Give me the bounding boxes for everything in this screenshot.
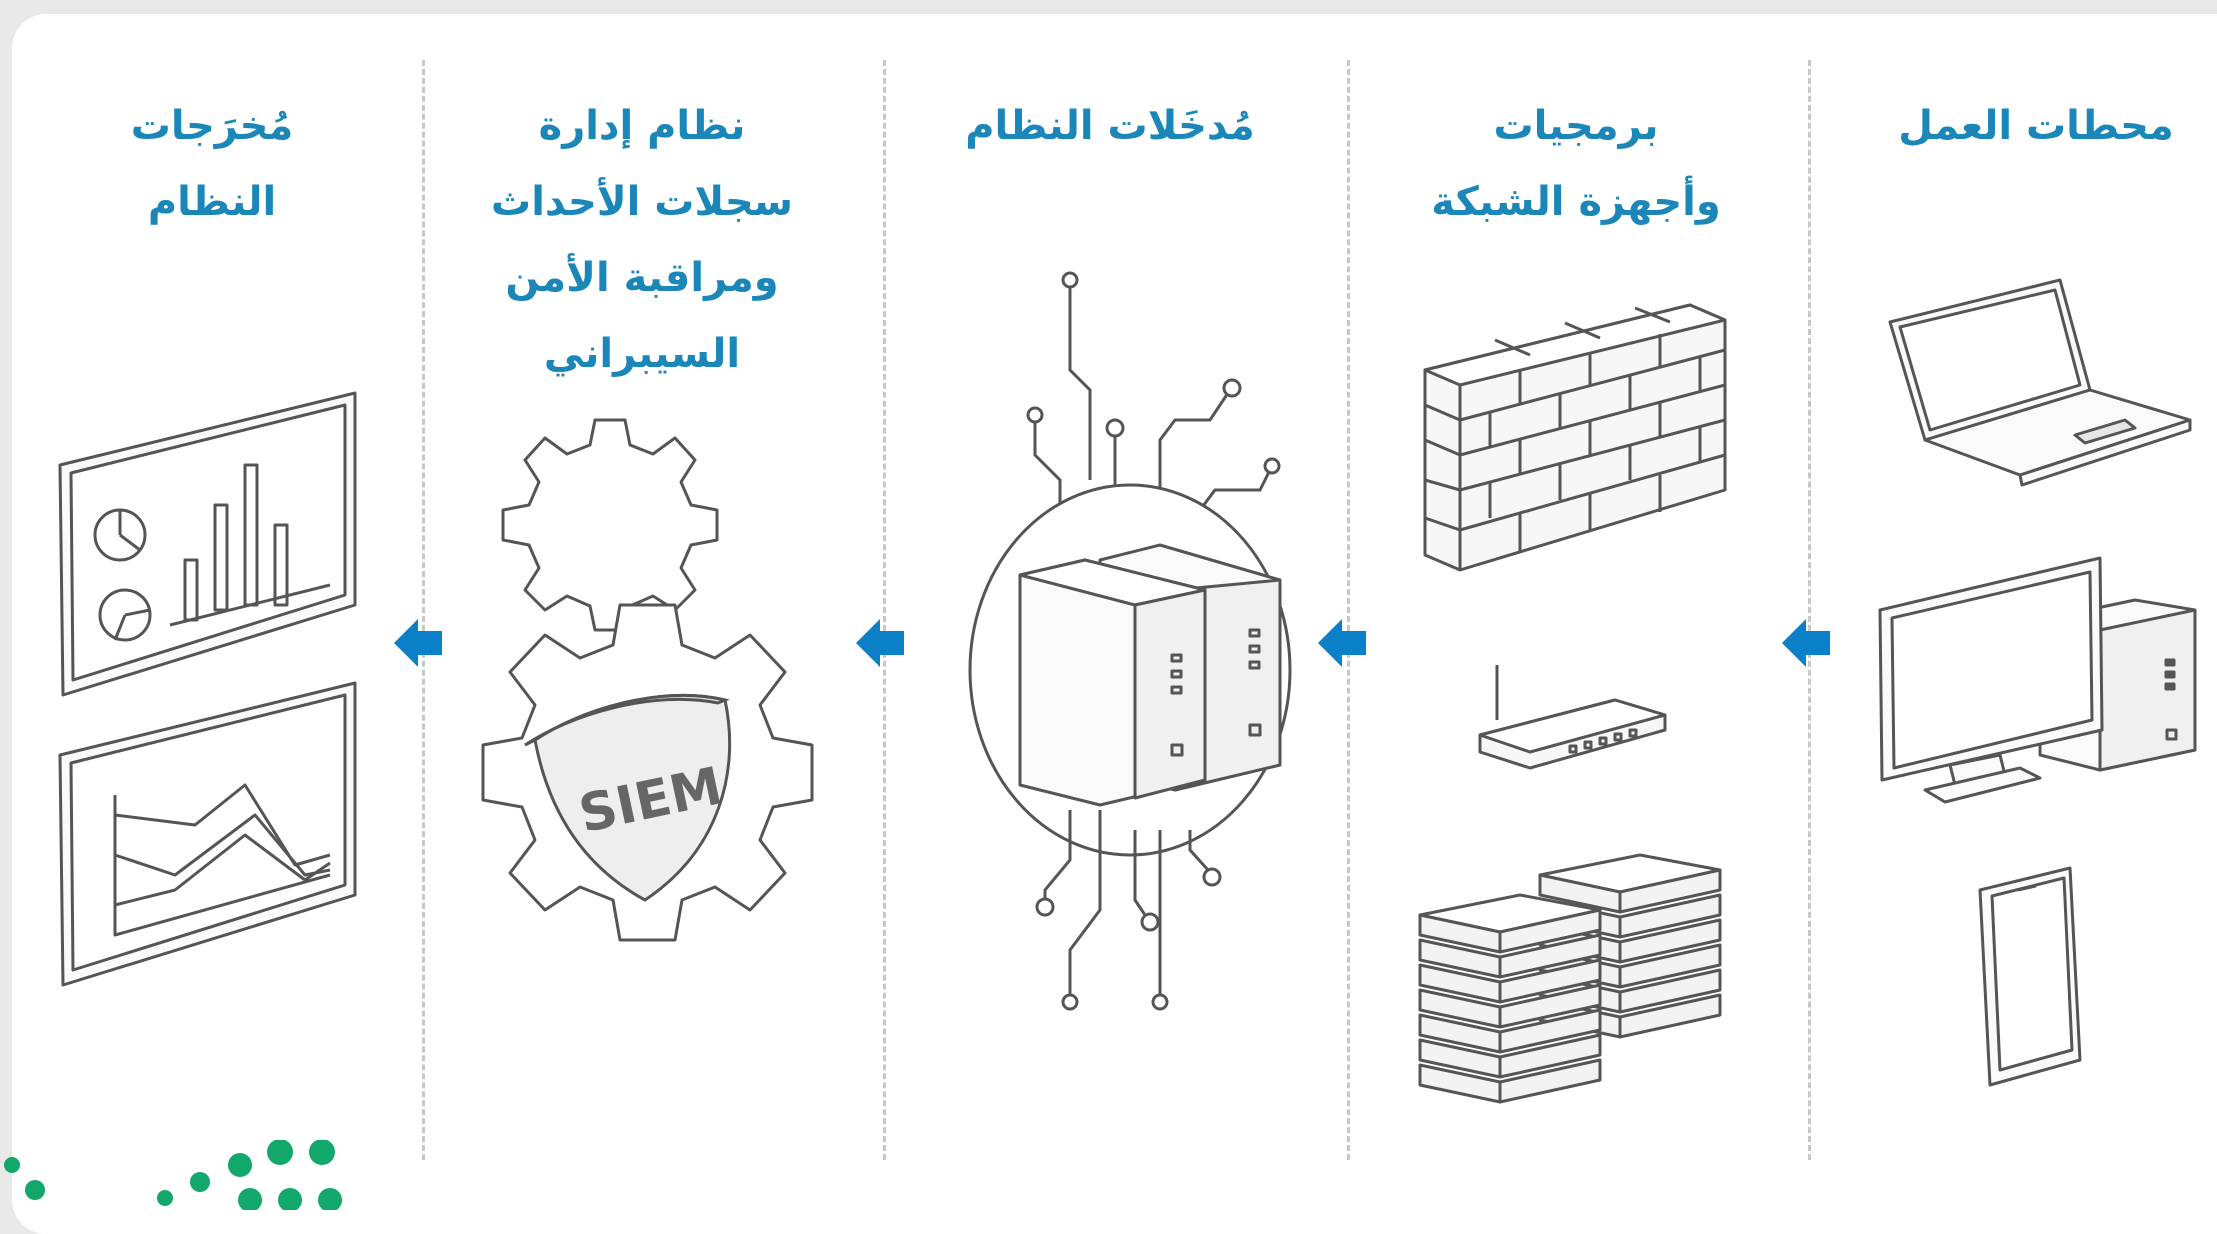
title-outputs: مُخرَجات النظام (12, 88, 412, 240)
title-line: وأجهزة الشبكة (1431, 179, 1721, 225)
column-divider (1347, 60, 1350, 1160)
title-line: سجلات الأحداث (491, 179, 793, 225)
title-inputs: مُدخَلات النظام (910, 88, 1310, 164)
flow-arrow-icon (1318, 619, 1366, 667)
column-divider (883, 60, 886, 1160)
desktop-computer-icon (1878, 556, 2197, 804)
column-divider (1808, 60, 1811, 1160)
flow-arrow-icon (1782, 619, 1830, 667)
column-divider (422, 60, 425, 1160)
pie-bar-dashboard-icon (58, 391, 357, 697)
title-workstations: محطات العمل (1836, 88, 2217, 164)
title-siem: نظام إدارة سجلات الأحداث ومراقبة الأمن ا… (442, 88, 842, 392)
title-network: برمجيات وأجهزة الشبكة (1376, 88, 1776, 240)
title-line: ومراقبة الأمن (505, 255, 779, 301)
title-line: النظام (147, 179, 277, 225)
firewall-icon (1423, 303, 1727, 572)
gear-icon (501, 418, 719, 632)
flow-arrow-icon (856, 619, 904, 667)
flow-arrow-icon (394, 619, 442, 667)
tablet-icon (1978, 866, 2082, 1087)
laptop-icon (1888, 278, 2192, 487)
title-line: مُدخَلات النظام (965, 103, 1255, 149)
circuit-server-icon (968, 271, 1292, 1011)
title-line: نظام إدارة (538, 103, 746, 149)
title-line: السيبراني (543, 331, 741, 377)
title-line: برمجيات (1493, 103, 1659, 149)
line-chart-icon (58, 681, 357, 987)
logo-dots-icon (4, 1140, 342, 1210)
siem-shield-icon: SIEM (481, 603, 814, 942)
server-rack-icon (1418, 853, 1722, 1104)
title-line: مُخرَجات (130, 103, 294, 149)
title-line: محطات العمل (1898, 103, 2174, 149)
router-icon (1478, 665, 1667, 770)
